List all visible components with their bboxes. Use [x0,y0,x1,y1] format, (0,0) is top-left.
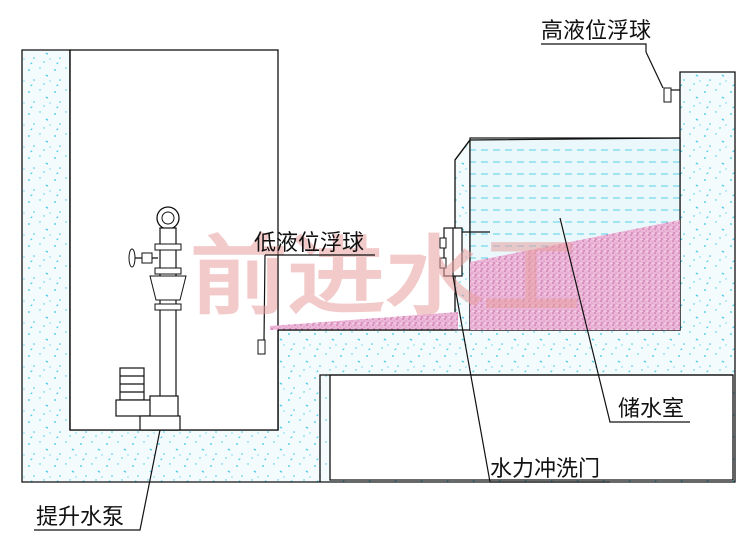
sediment-storage [470,220,680,330]
float-switch-icon [645,51,680,103]
gate-icon [439,227,490,277]
valve-handwheel-icon [128,248,158,268]
watermark: 前进水工 [190,227,580,327]
sediment-channel [270,312,458,330]
leader-high-float [541,43,647,52]
flush-gate-label: 水力冲洗门 [490,457,600,482]
leader-gate [452,275,610,483]
lift-pump-assembly [115,206,187,431]
pump-motor-icon [115,367,181,431]
low-float-label: 低液位浮球 [254,231,364,256]
lift-pump-label: 提升水泵 [36,505,124,530]
high-float-label: 高液位浮球 [541,19,651,44]
leader-storage [559,217,690,423]
float-switch-icon [257,254,266,355]
ground-step [319,374,733,482]
leader-pump [34,429,161,531]
storage-room-label: 储水室 [618,397,684,422]
